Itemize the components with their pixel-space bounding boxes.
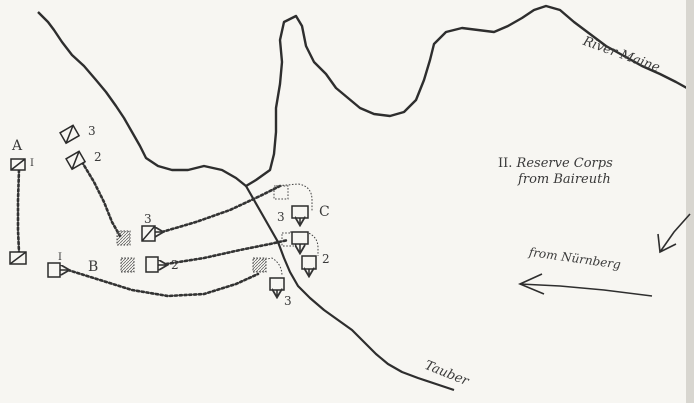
unit-markers [9,124,317,296]
unit-number-a1: I [30,158,34,169]
unit-number-c3: 3 [277,210,285,224]
unit-number-b1: I [58,252,62,263]
reserve-line1: Reserve Corps [516,156,613,171]
unit-number-m3: 3 [144,212,152,226]
prior-unit-c [252,257,267,273]
prior-unit-b [120,257,135,273]
unit-number-a2: 2 [94,150,102,164]
route-m3 [160,184,282,234]
arrow-nurnberg [519,283,653,297]
unit-number-a3: 3 [88,124,96,138]
arrow-baireuth [659,213,691,253]
movement-routes [16,160,290,298]
reserve-roman: II. [498,156,513,171]
unit-number-r2: 2 [322,252,330,266]
unit-marker-c-top [291,205,309,224]
route-b [66,268,260,298]
unit-marker-a2 [65,150,87,171]
reserve-line2: from Baireuth [518,172,611,187]
unit-number-r3: 3 [284,294,292,308]
prior-arc-1 [275,183,313,212]
label-reserve-corps: II. Reserve Corps from Baireuth [498,156,613,188]
page-edge [686,0,694,403]
unit-marker-a1 [10,158,26,171]
route-a1 [16,168,21,254]
unit-marker-start [9,251,27,265]
prior-unit-a [116,230,131,246]
position-c: C [319,204,330,220]
river-maine [37,4,694,188]
unit-marker-m3 [141,225,162,242]
route-a2 [80,160,122,238]
unit-number-m2: 2 [171,258,179,272]
prior-arc-3 [261,257,283,277]
position-b: B [88,259,99,275]
arrow-nurnberg-head [517,273,545,295]
unit-marker-r3 [269,277,285,296]
unit-marker-a3 [59,124,81,145]
unit-marker-r2 [301,255,317,275]
unit-marker-m2 [145,256,166,273]
position-a: A [12,138,23,154]
arrow-baireuth-head [657,233,677,254]
river-tauber [245,185,455,392]
unit-marker-c [291,231,309,252]
unit-marker-b1 [47,262,68,278]
route-m2 [164,238,290,266]
prior-unit-d [273,185,289,200]
